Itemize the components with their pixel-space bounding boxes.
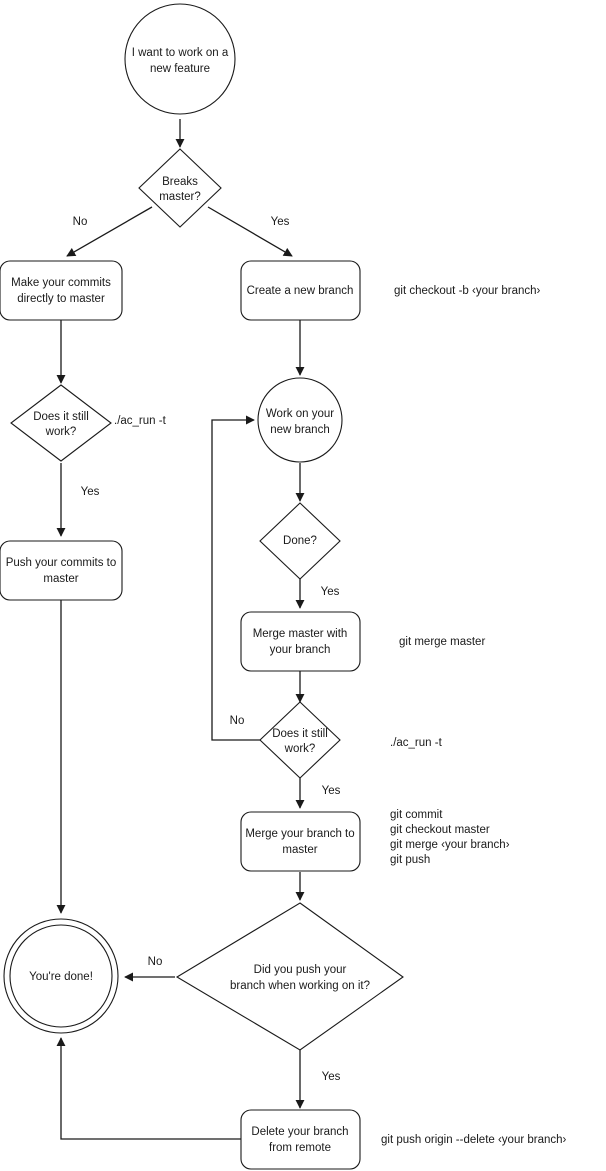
make-commits-label-line2: directly to master — [17, 293, 105, 305]
annotation-merge-to-master-cmd-1: git commit — [390, 809, 443, 821]
start-label-line1: I want to work on a — [132, 47, 229, 59]
node-right-does-it-work[interactable]: Does it still work? — [259, 701, 341, 779]
merge-master-label-line2: your branch — [270, 644, 331, 656]
edge-delete-branch-to-youre-done — [56, 1037, 242, 1140]
merge-branch-to-master-rect — [240, 811, 361, 872]
node-start[interactable]: I want to work on a new feature — [124, 3, 236, 115]
delete-branch-label-line1: Delete your branch — [251, 1126, 348, 1138]
work-on-branch-label-line2: new branch — [270, 424, 329, 436]
edge-breaks-yes-to-create-branch — [207, 206, 293, 257]
annotation-merge-to-master-cmd-3: git merge ‹your branch› — [390, 839, 510, 851]
node-work-on-branch[interactable]: Work on your new branch — [257, 377, 343, 463]
did-you-push-diamond — [175, 902, 404, 1051]
node-merge-master-with-branch[interactable]: Merge master with your branch — [240, 611, 361, 672]
annotation-left-test-cmd: ./ac_run -t — [114, 415, 167, 427]
node-done-question[interactable]: Done? — [259, 502, 341, 580]
annotation-merge-master-cmd: git merge master — [399, 636, 485, 648]
left-does-it-work-label-line1: Does it still — [33, 411, 89, 423]
node-create-branch[interactable]: Create a new branch — [240, 260, 361, 321]
node-layer: I want to work on a new feature Breaks m… — [0, 3, 404, 1170]
node-left-does-it-work[interactable]: Does it still work? — [10, 384, 112, 462]
node-breaks-master[interactable]: Breaks master? — [138, 148, 222, 228]
edge-label-done-yes: Yes — [321, 586, 340, 598]
push-commits-label-line2: master — [43, 573, 78, 585]
node-delete-branch[interactable]: Delete your branch from remote — [240, 1109, 361, 1170]
left-does-it-work-diamond — [10, 384, 112, 462]
make-commits-rect — [0, 260, 123, 321]
youre-done-label: You're done! — [29, 971, 93, 983]
edge-label-right-work-no: No — [230, 715, 245, 727]
node-make-commits[interactable]: Make your commits directly to master — [0, 260, 123, 321]
merge-branch-label-line1: Merge your branch to — [245, 828, 354, 840]
start-circle — [124, 3, 236, 115]
edge-label-did-push-yes: Yes — [322, 1071, 341, 1083]
edge-right-work-no-loop-to-work-on-branch — [211, 415, 261, 741]
edge-label-breaks-yes: Yes — [271, 216, 290, 228]
edge-label-right-work-yes: Yes — [322, 785, 341, 797]
node-merge-branch-to-master[interactable]: Merge your branch to master — [240, 811, 361, 872]
breaks-master-diamond — [138, 148, 222, 228]
annotation-right-test-cmd: ./ac_run -t — [390, 737, 443, 749]
youre-done-inner-circle — [9, 924, 113, 1028]
annotation-layer: git checkout -b ‹your branch› ./ac_run -… — [114, 285, 567, 1146]
work-on-branch-label-line1: Work on your — [266, 408, 334, 420]
right-does-it-work-diamond — [259, 701, 341, 779]
annotation-merge-to-master-cmd-4: git push — [390, 854, 430, 866]
node-push-commits[interactable]: Push your commits to master — [0, 540, 123, 601]
push-commits-label-line1: Push your commits to — [6, 557, 117, 569]
merge-branch-label-line2: master — [282, 844, 317, 856]
done-question-label-line1: Done? — [283, 535, 317, 547]
edge-breaks-no-to-make-commits — [66, 206, 153, 257]
node-youre-done[interactable]: You're done! — [3, 918, 119, 1034]
make-commits-label-line1: Make your commits — [11, 277, 111, 289]
start-label-line2: new feature — [150, 63, 210, 75]
left-does-it-work-label-line2: work? — [45, 426, 77, 438]
merge-master-with-branch-rect — [240, 611, 361, 672]
right-does-it-work-label-line2: work? — [284, 743, 316, 755]
push-commits-rect — [0, 540, 123, 601]
done-question-diamond — [259, 502, 341, 580]
edge-label-breaks-no: No — [73, 216, 88, 228]
right-does-it-work-label-line1: Does it still — [272, 728, 328, 740]
delete-branch-rect — [240, 1109, 361, 1170]
edge-label-left-work-yes: Yes — [81, 486, 100, 498]
create-branch-label-line1: Create a new branch — [247, 285, 354, 297]
edge-label-layer: No Yes Yes Yes No Yes No Yes — [73, 216, 341, 1083]
did-you-push-label-line2: branch when working on it? — [230, 980, 370, 992]
annotation-merge-to-master-cmd-2: git checkout master — [390, 824, 490, 836]
edge-label-did-push-no: No — [148, 956, 163, 968]
delete-branch-label-line2: from remote — [269, 1142, 331, 1154]
breaks-master-label-line1: Breaks — [162, 176, 198, 188]
did-you-push-label-line1: Did you push your — [254, 964, 347, 976]
merge-master-label-line1: Merge master with — [253, 628, 348, 640]
work-on-branch-circle — [257, 377, 343, 463]
annotation-delete-branch-cmd: git push origin --delete ‹your branch› — [381, 1134, 567, 1146]
create-branch-rect — [240, 260, 361, 321]
annotation-create-branch-cmd: git checkout -b ‹your branch› — [394, 285, 541, 297]
breaks-master-label-line2: master? — [159, 191, 201, 203]
edge-layer — [56, 119, 305, 1140]
node-did-you-push[interactable]: Did you push your branch when working on… — [175, 902, 404, 1051]
